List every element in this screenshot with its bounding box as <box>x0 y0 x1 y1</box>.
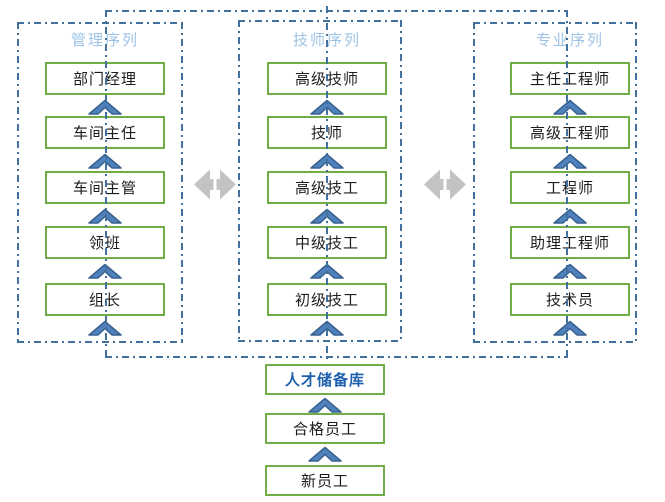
dash-border-right <box>400 20 402 342</box>
chevron-up-icon <box>553 320 587 336</box>
level-box: 技师 <box>267 116 387 149</box>
dash-border-left <box>238 20 240 342</box>
double-arrow-icon <box>194 167 236 202</box>
level-box: 技术员 <box>510 283 630 316</box>
level-label: 高级工程师 <box>529 126 610 142</box>
level-box: 部门经理 <box>45 62 165 95</box>
level-label: 组长 <box>88 293 121 309</box>
chevron-up-icon <box>553 153 587 169</box>
level-box: 组长 <box>45 283 165 316</box>
level-box: 工程师 <box>510 171 630 204</box>
chevron-up-icon <box>310 208 344 224</box>
level-label: 车间主任 <box>72 126 137 142</box>
chevron-up-icon <box>310 99 344 115</box>
level-label: 新员工 <box>300 474 349 490</box>
level-label: 初级技工 <box>294 293 359 309</box>
chevron-up-icon <box>88 263 122 279</box>
dash-border-bottom <box>17 341 183 343</box>
level-label: 领班 <box>88 236 121 252</box>
dash-border-left <box>473 22 475 343</box>
chevron-up-icon <box>553 263 587 279</box>
dash-border-top <box>17 22 183 24</box>
level-label: 高级技师 <box>294 72 359 88</box>
chevron-up-icon <box>88 99 122 115</box>
dash-border-bottom <box>473 341 637 343</box>
dash-border-bottom <box>238 340 402 342</box>
chevron-up-icon <box>310 320 344 336</box>
dash-border-top <box>238 20 402 22</box>
pipeline-box: 合格员工 <box>265 413 385 444</box>
level-box: 高级技工 <box>267 171 387 204</box>
chevron-up-icon <box>553 99 587 115</box>
level-box: 车间主管 <box>45 171 165 204</box>
level-box: 领班 <box>45 226 165 259</box>
level-label: 高级技工 <box>294 181 359 197</box>
level-label: 主任工程师 <box>529 72 610 88</box>
chevron-up-icon <box>308 397 342 413</box>
level-box: 高级技师 <box>267 62 387 95</box>
pipeline-box: 新员工 <box>265 465 385 496</box>
chevron-up-icon <box>308 446 342 462</box>
level-box: 初级技工 <box>267 283 387 316</box>
level-box: 助理工程师 <box>510 226 630 259</box>
level-label: 部门经理 <box>72 72 137 88</box>
level-label: 合格员工 <box>292 422 357 438</box>
level-label: 技师 <box>310 126 343 142</box>
chevron-up-icon <box>310 153 344 169</box>
level-label: 技术员 <box>545 293 594 309</box>
chevron-up-icon <box>88 153 122 169</box>
level-label: 工程师 <box>545 181 594 197</box>
level-label: 人才储备库 <box>284 373 365 389</box>
talent-pool-box: 人才储备库 <box>265 364 385 395</box>
sequence-title: 技师序列 <box>292 33 361 49</box>
dash-border-left <box>17 22 19 343</box>
sequence-title: 管理序列 <box>70 33 139 49</box>
level-box: 高级工程师 <box>510 116 630 149</box>
dash-border-right <box>181 22 183 343</box>
double-arrow-icon <box>424 167 466 202</box>
chevron-up-icon <box>88 320 122 336</box>
chevron-up-icon <box>88 208 122 224</box>
level-box: 车间主任 <box>45 116 165 149</box>
level-box: 中级技工 <box>267 226 387 259</box>
dash-border-right <box>635 22 637 343</box>
level-label: 助理工程师 <box>529 236 610 252</box>
dash-border-top <box>105 10 568 12</box>
level-label: 车间主管 <box>72 181 137 197</box>
chevron-up-icon <box>553 208 587 224</box>
sequence-title: 专业序列 <box>535 33 604 49</box>
level-box: 主任工程师 <box>510 62 630 95</box>
level-label: 中级技工 <box>294 236 359 252</box>
dash-border-top <box>473 22 637 24</box>
dash-border-bottom <box>105 356 568 358</box>
chevron-up-icon <box>310 263 344 279</box>
